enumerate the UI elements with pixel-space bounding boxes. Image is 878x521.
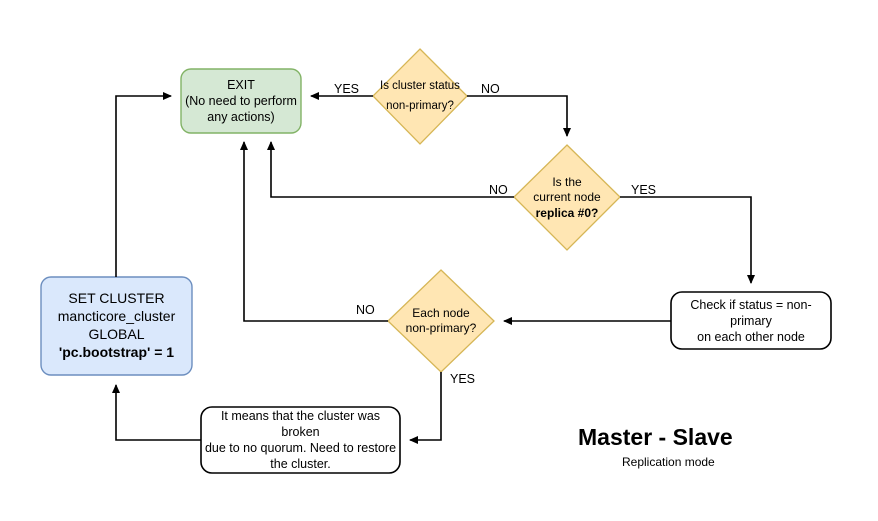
node-decision-replica-zero-shape: [513, 144, 621, 251]
edge-label-each-node-no: NO: [356, 303, 375, 317]
node-decision-each-node-shape: [387, 269, 495, 373]
edge-each-node-yes: [409, 372, 442, 444]
diagram-title: Master - Slave: [578, 424, 733, 450]
node-decision-cluster-status-shape: [372, 48, 468, 145]
diagram-subtitle: Replication mode: [622, 455, 715, 469]
edge-label-cluster-status-yes: YES: [334, 82, 360, 96]
edge-each-node-no: [240, 141, 388, 322]
edge-cluster-status-no: [467, 95, 571, 137]
edge-label-each-node-yes: YES: [450, 372, 476, 386]
edge-replica-zero-no: [267, 141, 514, 198]
edge-replica-zero-yes: [620, 196, 755, 284]
edge-set-cluster-to-exit: [115, 92, 172, 277]
edge-label-cluster-status-no: NO: [481, 82, 500, 96]
node-exit-shape: [180, 68, 302, 134]
node-cluster-broken-shape: [200, 406, 401, 474]
edge-label-replica-zero-yes: YES: [631, 183, 657, 197]
edge-cluster-broken-to-set-cluster: [112, 384, 201, 441]
node-check-status-shape: [670, 291, 832, 350]
node-set-cluster-shape: [40, 276, 193, 376]
edge-label-replica-zero-no: NO: [489, 183, 508, 197]
